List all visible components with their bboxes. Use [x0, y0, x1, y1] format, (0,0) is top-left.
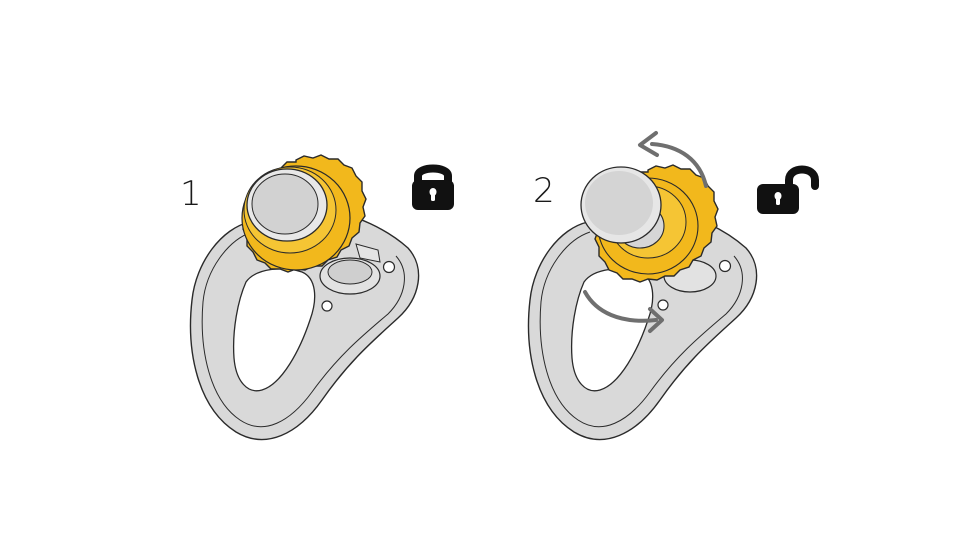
knob-2 — [580, 164, 719, 283]
hanger-plate-1 — [189, 208, 420, 441]
step-2-group: 2 — [527, 131, 819, 441]
step-1-group: 1 — [180, 154, 454, 441]
step-2-number: 2 — [533, 171, 555, 211]
knob-1 — [241, 154, 367, 273]
padlock-locked-icon — [412, 164, 454, 210]
step-1-number: 1 — [180, 174, 202, 214]
bolt-hole — [718, 259, 732, 273]
bolt-hole — [382, 260, 396, 274]
rotate-arrow-bottom-icon — [583, 290, 664, 333]
bolt-hole — [321, 300, 333, 312]
rotate-arrow-top-icon — [638, 131, 708, 188]
padlock-unlocked-icon — [757, 165, 819, 214]
bolt-hole — [657, 299, 669, 311]
